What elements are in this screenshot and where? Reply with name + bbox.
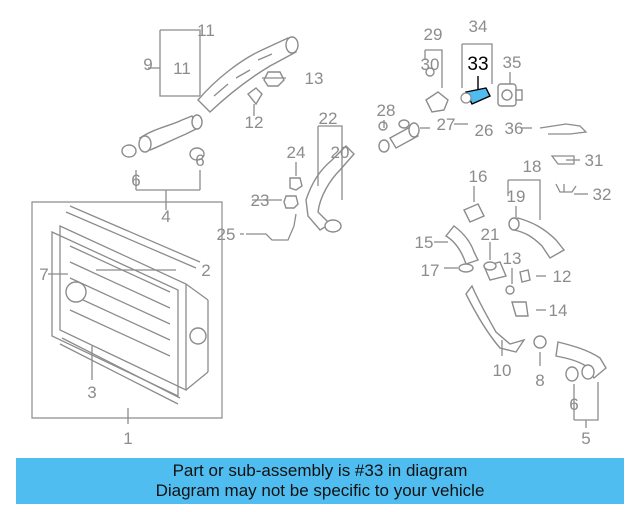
callout-11a: 11 [197, 21, 215, 40]
callout-19: 19 [507, 187, 526, 206]
bracket-25[interactable] [246, 213, 297, 241]
nut-13a[interactable] [263, 71, 285, 87]
gasket-left[interactable] [121, 144, 205, 161]
callout-5: 5 [581, 429, 590, 448]
bracket-36[interactable] [539, 123, 588, 135]
callout-3: 3 [87, 383, 96, 402]
intake-hose-upper[interactable] [197, 36, 299, 113]
nut-23[interactable] [283, 195, 299, 209]
callout-7: 7 [39, 265, 48, 284]
callout-6c: 6 [569, 395, 578, 414]
hose-5[interactable] [555, 341, 607, 382]
leader-lines [48, 29, 599, 428]
callout-13a: 13 [305, 69, 324, 88]
callout-22: 22 [319, 109, 338, 128]
callout-20: 20 [331, 143, 350, 162]
oring-27[interactable] [398, 119, 410, 129]
callout-8: 8 [535, 371, 544, 390]
nut-24[interactable] [289, 177, 303, 191]
callout-12a: 12 [245, 113, 264, 132]
callout-23: 23 [251, 191, 270, 210]
callout-24: 24 [287, 143, 306, 162]
clamp-8[interactable] [533, 335, 547, 349]
callout-16: 16 [469, 167, 488, 186]
callout-21: 21 [481, 225, 500, 244]
hose-18[interactable] [508, 217, 566, 259]
clip-12b[interactable] [519, 269, 531, 283]
callout-1: 1 [123, 429, 132, 448]
callout-18: 18 [523, 157, 542, 176]
callout-6a: 6 [131, 171, 140, 190]
callout-10: 10 [493, 361, 512, 380]
pipe-connector-26[interactable] [378, 122, 420, 153]
callout-28: 28 [377, 101, 396, 120]
parts-diagram: 1 2 3 4 5 6 6 6 7 8 9 10 11 11 12 12 13 … [31, 17, 611, 448]
callout-11b: 11 [173, 59, 191, 78]
sensor-28[interactable] [378, 121, 388, 131]
callout-30: 30 [421, 55, 440, 74]
callout-33-highlighted: 33 [467, 54, 488, 75]
callout-25: 25 [217, 225, 236, 244]
callout-32: 32 [593, 185, 612, 204]
banner-line-part: Part or sub-assembly is #33 in diagram [172, 461, 468, 480]
callout-26: 26 [475, 121, 494, 140]
clip-12a[interactable] [247, 87, 263, 106]
callout-2: 2 [201, 261, 210, 280]
bracket-14[interactable] [511, 301, 529, 317]
callout-labels: 1 2 3 4 5 6 6 6 7 8 9 10 11 11 12 12 13 … [39, 17, 611, 448]
bolt-13b[interactable] [505, 285, 515, 295]
callout-31: 31 [585, 151, 604, 170]
callout-17: 17 [421, 261, 440, 280]
callout-36: 36 [505, 119, 524, 138]
callout-6b: 6 [195, 151, 204, 170]
callout-34: 34 [469, 17, 488, 36]
banner-line-disclaimer: Diagram may not be specific to your vehi… [155, 481, 485, 500]
callout-15: 15 [415, 233, 434, 252]
hose-15[interactable] [444, 225, 479, 265]
intercooler-assembly[interactable] [31, 201, 223, 419]
callout-29: 29 [424, 25, 443, 44]
callout-14: 14 [549, 301, 568, 320]
valve-35[interactable] [497, 83, 523, 107]
clamp-33-highlighted[interactable] [460, 87, 491, 105]
callout-27: 27 [437, 115, 456, 134]
callout-35: 35 [503, 53, 522, 72]
callout-9: 9 [143, 55, 152, 74]
callout-13b: 13 [503, 249, 522, 268]
intake-hose-lower[interactable] [138, 114, 203, 153]
bracket-32[interactable] [555, 183, 577, 193]
callout-4: 4 [161, 207, 170, 226]
hose-16[interactable] [463, 203, 485, 223]
elbow-30[interactable] [425, 67, 449, 113]
clip-17[interactable] [458, 263, 474, 273]
oring-21[interactable] [483, 261, 497, 271]
bracket-31[interactable] [550, 155, 575, 165]
info-banner: Part or sub-assembly is #33 in diagram D… [16, 458, 624, 504]
callout-12b: 12 [553, 267, 572, 286]
